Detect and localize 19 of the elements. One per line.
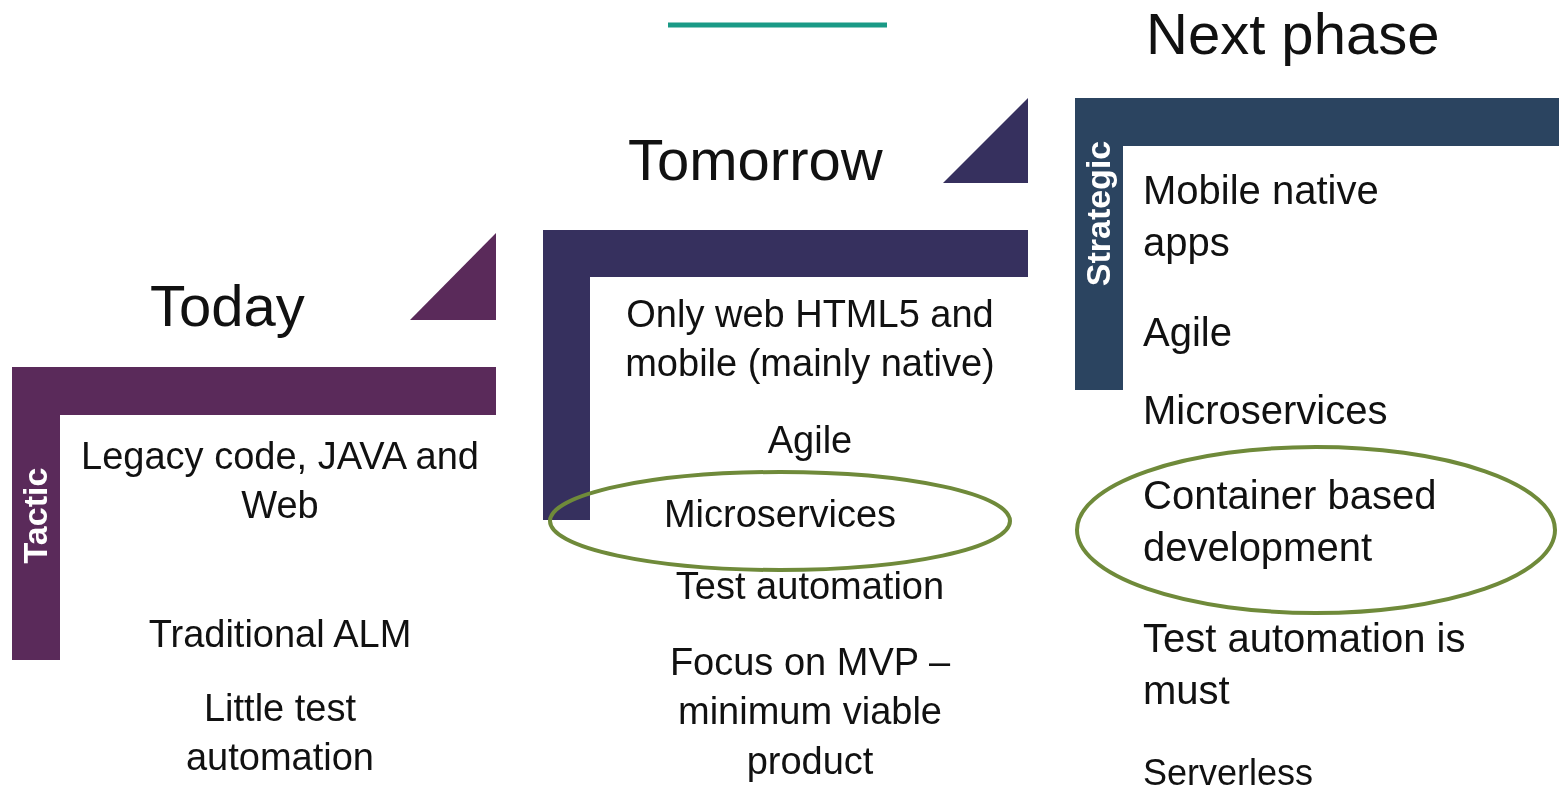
band-label: Tactic	[16, 467, 56, 563]
phase-heading: Today	[150, 272, 306, 340]
list-item: Agile	[1143, 309, 1233, 356]
circled-text: Microservices	[662, 492, 898, 537]
list-item: Traditional ALM	[147, 612, 413, 657]
list-item: Focus on MVP – minimum viable product	[668, 640, 952, 784]
list-item: Little test automation	[185, 686, 375, 781]
list-item: Test automation	[674, 564, 946, 609]
list-item: Agile	[766, 418, 854, 463]
list-item: Test automation is must	[1143, 615, 1467, 714]
list-item: Legacy code, JAVA and Web	[80, 434, 480, 529]
phase-heading: Next phase	[1146, 0, 1441, 68]
list-item: Microservices	[1143, 387, 1389, 434]
list-item: Only web HTML5 and mobile (mainly native)	[624, 292, 996, 387]
list-item: Mobile native apps	[1143, 167, 1380, 266]
circled-text: Container based development	[1143, 472, 1438, 571]
band-label: Strategic	[1079, 140, 1119, 286]
list-item: Serverless	[1143, 751, 1315, 795]
phase-heading: Tomorrow	[628, 126, 884, 194]
